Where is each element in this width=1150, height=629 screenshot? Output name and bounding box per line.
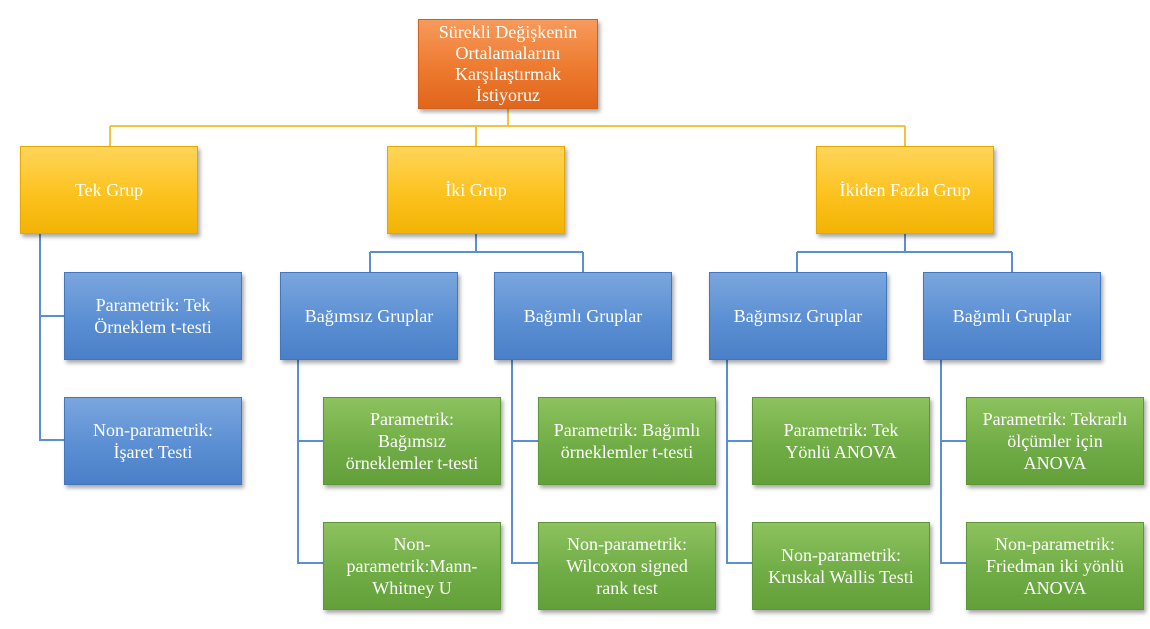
fazla-bagimli-parametric-node: Parametrik: Tekrarlı ölçümler için ANOVA — [966, 397, 1144, 485]
fazla-bagimsiz-parametric-node: Parametrik: Tek Yönlü ANOVA — [752, 397, 930, 485]
iki-bagimsiz-parametric-label: Parametrik: Bağımsız örneklemler t-testi — [345, 409, 479, 473]
fazla-bagimsiz-parametric-label: Parametrik: Tek Yönlü ANOVA — [783, 420, 899, 462]
iki-bagimli-parametric-node: Parametrik: Bağımlı örneklemler t-testi — [538, 397, 716, 485]
connector-fazla-bagimsiz-spine — [726, 360, 752, 564]
iki-bagimli-nonparametric-node: Non-parametrik: Wilcoxon signed rank tes… — [538, 522, 716, 610]
iki-bagimli-node: Bağımlı Gruplar — [494, 272, 672, 360]
tek-grup-label: Tek Grup — [74, 180, 144, 200]
tek-parametric-label: Parametrik: Tek Örneklem t-testi — [94, 295, 212, 337]
fazla-bagimsiz-node: Bağımsız Gruplar — [709, 272, 887, 360]
fazla-bagimli-node: Bağımlı Gruplar — [923, 272, 1101, 360]
iki-bagimli-parametric-label: Parametrik: Bağımlı örneklemler t-testi — [553, 420, 701, 462]
fazla-bagimli-parametric-label: Parametrik: Tekrarlı ölçümler için ANOVA — [982, 409, 1128, 473]
tek-nonparametric-label: Non-parametrik: İşaret Testi — [93, 420, 213, 462]
iki-bagimsiz-label: Bağımsız Gruplar — [304, 306, 434, 326]
tek-nonparametric-node: Non-parametrik: İşaret Testi — [64, 397, 242, 485]
connector-iki-bagimli-spine — [511, 360, 538, 564]
iki-bagimsiz-node: Bağımsız Gruplar — [280, 272, 458, 360]
iki-grup-node: İki Grup — [387, 146, 565, 234]
root-node: Sürekli Değişkenin Ortalamalarını Karşıl… — [418, 19, 598, 109]
iki-bagimli-nonparametric-label: Non-parametrik: Wilcoxon signed rank tes… — [566, 534, 688, 598]
fazla-bagimli-nonparametric-label: Non-parametrik: Friedman iki yönlü ANOVA — [986, 534, 1124, 598]
tek-grup-node: Tek Grup — [20, 146, 198, 234]
tek-parametric-node: Parametrik: Tek Örneklem t-testi — [64, 272, 242, 360]
connector-tek-spine — [39, 233, 64, 441]
ikiden-fazla-grup-node: İkiden Fazla Grup — [816, 146, 994, 234]
iki-bagimsiz-parametric-node: Parametrik: Bağımsız örneklemler t-testi — [323, 397, 501, 485]
connector-fazla-bagimli-spine — [940, 360, 966, 564]
iki-grup-label: İki Grup — [445, 180, 507, 200]
fazla-bagimsiz-nonparametric-node: Non-parametrik: Kruskal Wallis Testi — [752, 522, 930, 610]
ikiden-fazla-grup-label: İkiden Fazla Grup — [839, 180, 971, 200]
fazla-bagimli-nonparametric-node: Non-parametrik: Friedman iki yönlü ANOVA — [966, 522, 1144, 610]
iki-bagimsiz-nonparametric-label: Non- parametrik:Mann- Whitney U — [346, 534, 478, 598]
fazla-bagimsiz-nonparametric-label: Non-parametrik: Kruskal Wallis Testi — [768, 545, 914, 587]
connector-iki-bagimsiz-spine — [297, 360, 323, 564]
iki-bagimli-label: Bağımlı Gruplar — [523, 306, 643, 326]
iki-bagimsiz-nonparametric-node: Non- parametrik:Mann- Whitney U — [323, 522, 501, 610]
root-label: Sürekli Değişkenin Ortalamalarını Karşıl… — [438, 22, 578, 105]
fazla-bagimli-label: Bağımlı Gruplar — [952, 306, 1072, 326]
fazla-bagimsiz-label: Bağımsız Gruplar — [733, 306, 863, 326]
